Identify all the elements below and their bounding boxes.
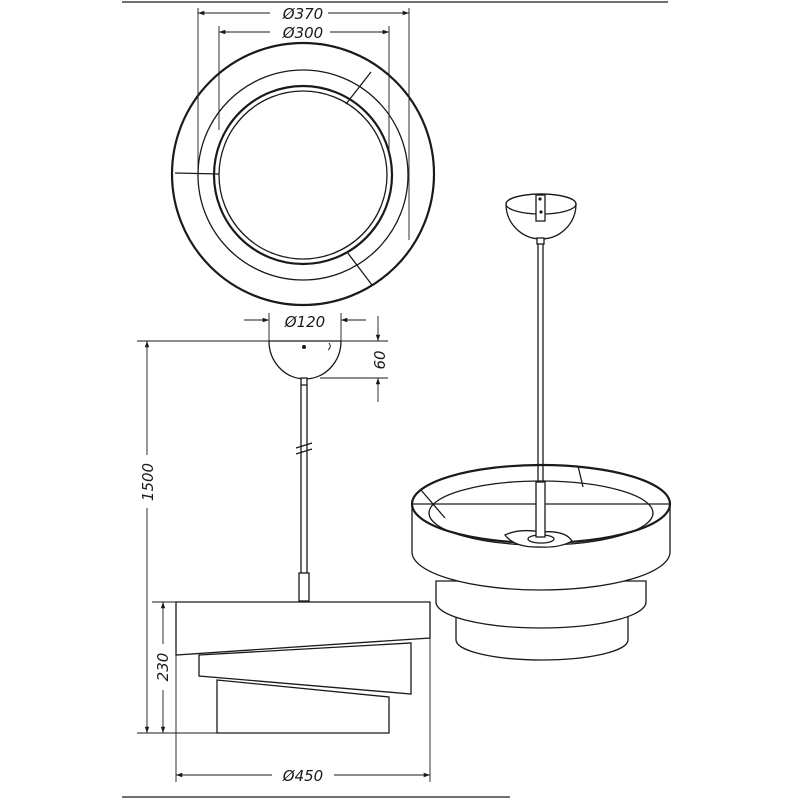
top-view-spoke-left [174, 172, 220, 175]
top-view-inner-ring [212, 84, 394, 266]
side-view-canopy-hook [327, 342, 331, 351]
perspective-shade-middle-tier [435, 580, 647, 629]
top-view-spoke-lower-right [346, 251, 373, 286]
side-view-canopy-stem [300, 377, 308, 386]
top-view-inner-ring-2 [218, 90, 388, 260]
perspective-canopy-bracket [535, 194, 546, 222]
side-view-cable-break-1 [295, 442, 313, 449]
perspective-cable-sleeve [535, 481, 546, 538]
side-view-shade-tier-bottom [216, 679, 390, 734]
perspective-view [410, 193, 672, 661]
dim-370-label: Ø370 [282, 5, 323, 23]
side-view-cable-sleeve [298, 572, 310, 602]
dim-450-label: Ø450 [282, 767, 323, 785]
dim-300-label: Ø300 [282, 24, 323, 42]
side-view-cable-break-2 [295, 448, 313, 455]
perspective-canopy-stem [536, 237, 545, 245]
top-view-spoke-upper-right [345, 71, 372, 105]
top-view: Ø370 Ø300 [170, 5, 436, 307]
perspective-canopy-screw-2 [539, 210, 543, 214]
dim-1500-label: 1500 [139, 463, 157, 501]
dim-120-label: Ø120 [284, 313, 325, 331]
dim-60-label: 60 [371, 350, 389, 369]
side-view-canopy-screw [302, 345, 306, 349]
perspective-spoke-right [577, 465, 584, 488]
perspective-spoke-left [420, 489, 446, 519]
top-view-outer-ring [170, 41, 436, 307]
side-view-shade-tier-middle [198, 642, 412, 695]
dim-230-label: 230 [154, 653, 172, 682]
top-view-tier-ring [197, 69, 409, 281]
perspective-canopy-screw-1 [538, 197, 542, 201]
perspective-lamp-holder [503, 529, 573, 548]
side-view: Ø120 60 1500 230 Ø450 [137, 313, 431, 785]
